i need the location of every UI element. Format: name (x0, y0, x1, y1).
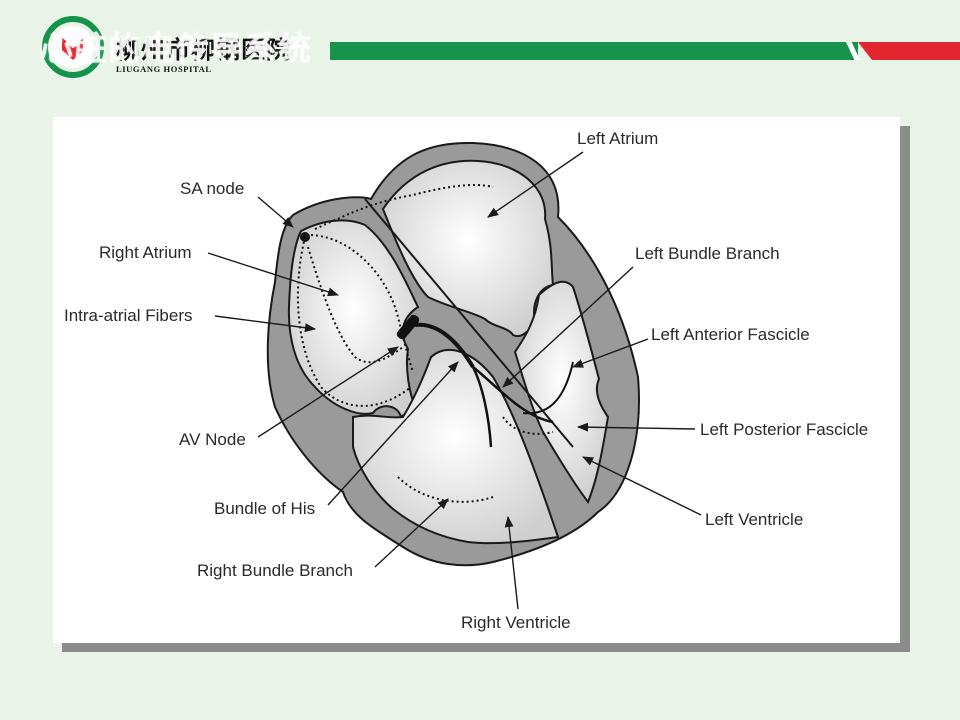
arrow-right-ventricle (504, 515, 519, 610)
heart-conduction-diagram: SA node Right Atrium Intra-atrial Fibers… (64, 129, 868, 632)
hospital-name-en: LIUGANG HOSPITAL (116, 64, 212, 74)
arrow-sa-node (257, 196, 294, 228)
label-left-atrium: Left Atrium (577, 129, 658, 148)
label-right-bundle-branch: Right Bundle Branch (197, 561, 353, 580)
left-posterior-fascicle-path (502, 416, 554, 435)
hospital-name: 柳州市柳钢医院 (116, 36, 291, 64)
label-right-atrium: Right Atrium (99, 243, 192, 262)
label-av-node: AV Node (179, 430, 246, 449)
hospital-logo-icon (42, 16, 104, 78)
label-left-bundle-branch: Left Bundle Branch (635, 244, 780, 263)
label-left-ventricle: Left Ventricle (705, 510, 803, 529)
label-bundle-of-his: Bundle of His (214, 499, 315, 518)
pointer-arrows (207, 151, 702, 610)
bundle-of-his-path (414, 322, 475, 369)
header-red-bar (858, 42, 960, 60)
figure-panel: SA node Right Atrium Intra-atrial Fibers… (53, 117, 900, 643)
label-right-ventricle: Right Ventricle (461, 613, 571, 632)
left-anterior-fascicle-path (522, 361, 574, 415)
arrow-av-node (257, 346, 399, 438)
arrow-right-atrium (207, 252, 340, 297)
av-node-marker (396, 314, 420, 340)
arrow-intra-atrial-fibers (214, 315, 317, 333)
arrow-right-bundle-branch (374, 498, 449, 568)
slide-title: 心脏的电传导系统 (40, 29, 312, 68)
right-ventricle-chamber (352, 348, 560, 545)
intra-atrial-pathway-2 (310, 234, 414, 373)
left-bundle-branch-path (472, 366, 554, 424)
arrow-left-ventricle (581, 456, 702, 516)
arrow-left-bundle-branch (502, 266, 634, 388)
right-bundle-branch-path (471, 366, 493, 448)
interventricular-septum (364, 198, 574, 448)
arrow-bundle-of-his (327, 361, 459, 506)
header-green-bar (330, 42, 858, 60)
label-left-anterior-fascicle: Left Anterior Fascicle (651, 325, 810, 344)
slide-header: 柳州市柳钢医院 LIUGANG HOSPITAL 心脏的电传导系统 (0, 0, 960, 90)
bachmann-bundle-pathway (314, 184, 494, 230)
arrow-left-anterior-fascicle (571, 338, 649, 368)
label-left-posterior-fascicle: Left Posterior Fascicle (700, 420, 868, 439)
arrow-left-posterior-fascicle (576, 422, 696, 432)
label-intra-atrial-fibers: Intra-atrial Fibers (64, 306, 192, 325)
arrow-left-atrium (487, 151, 584, 218)
label-sa-node: SA node (180, 179, 244, 198)
